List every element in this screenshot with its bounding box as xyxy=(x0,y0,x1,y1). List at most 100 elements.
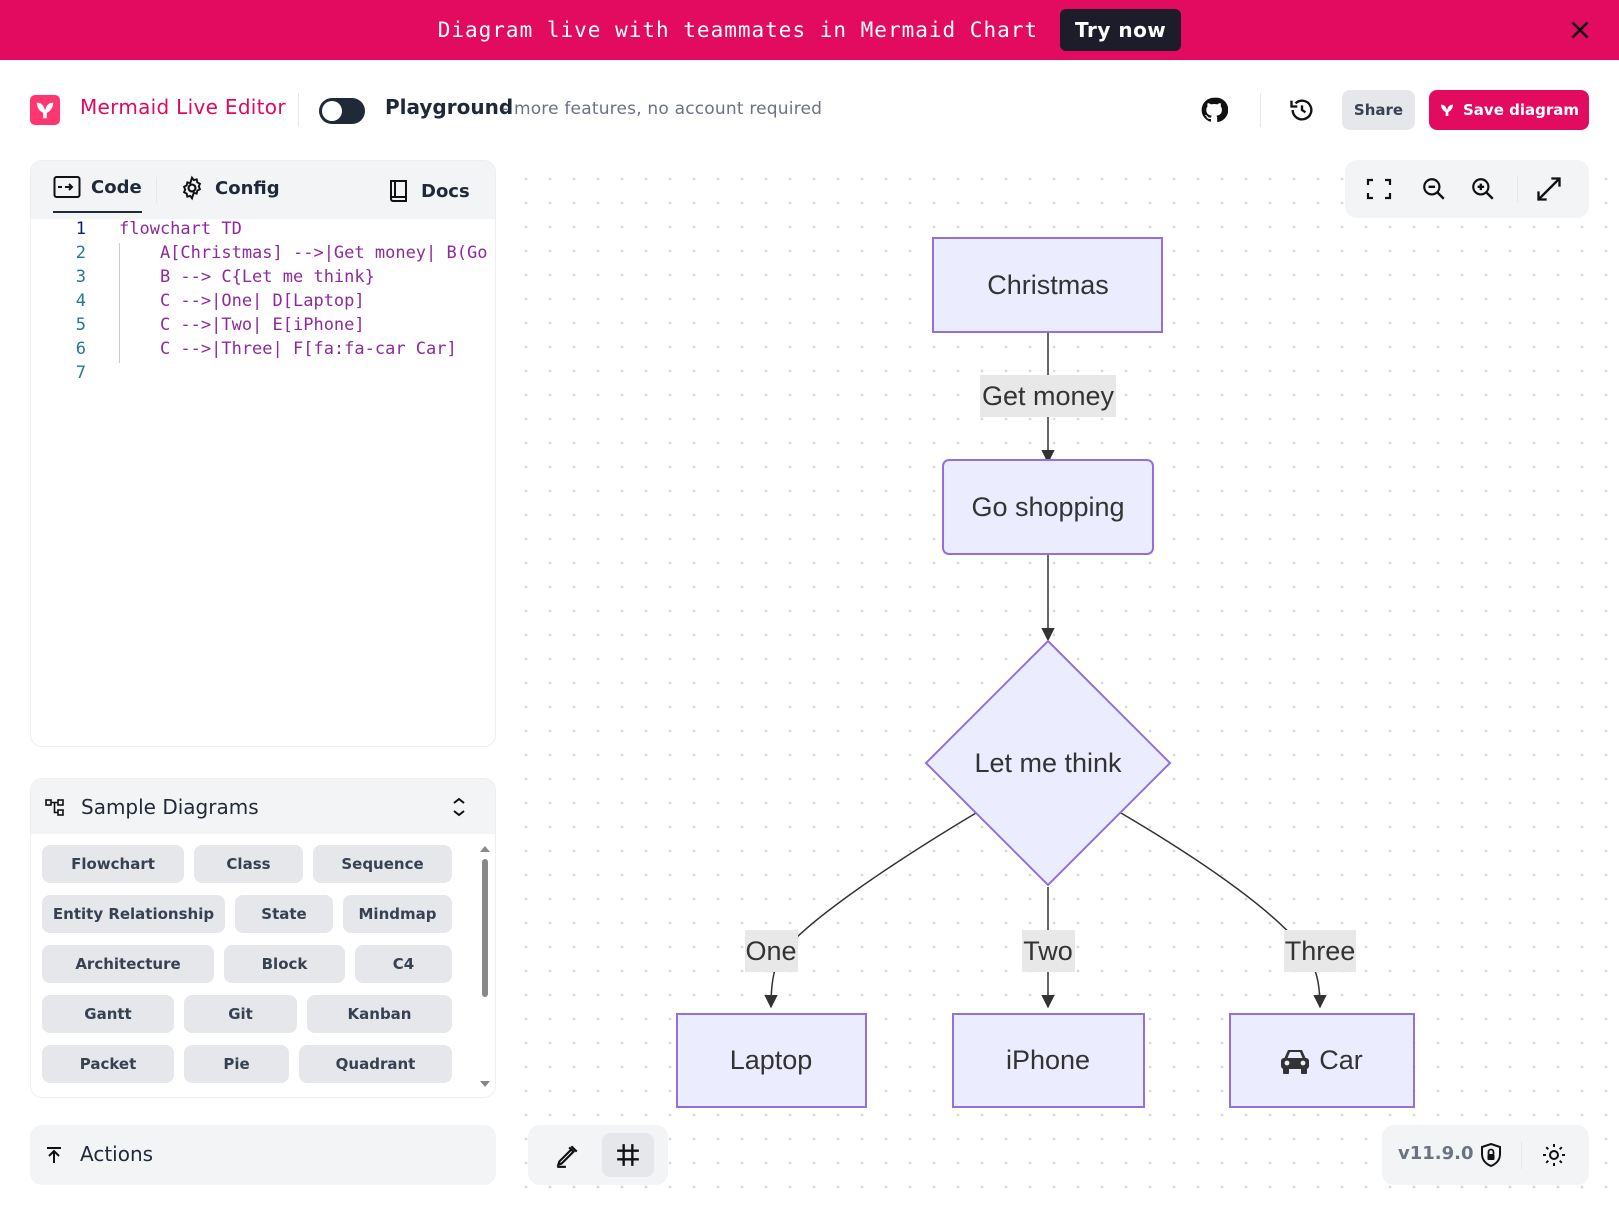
zoom-out-icon[interactable] xyxy=(1421,176,1447,202)
canvas-bottom-toolbar xyxy=(528,1125,668,1185)
sample-diagrams-header[interactable]: Sample Diagrams xyxy=(31,779,495,834)
sample-architecture[interactable]: Architecture xyxy=(42,945,214,983)
edge-label-two: Two xyxy=(1023,936,1073,966)
playground-subtitle: - more features, no account required xyxy=(502,99,823,119)
grid-toggle-button[interactable] xyxy=(602,1133,654,1177)
version-toolbar: v11.9.0 xyxy=(1382,1125,1589,1185)
actions-panel[interactable]: Actions xyxy=(30,1125,496,1185)
grid-icon xyxy=(617,1144,639,1166)
code-line: A[Christmas] -->|Get money| B(Go xyxy=(119,243,488,263)
car-icon xyxy=(1281,1050,1309,1074)
divider xyxy=(298,93,299,127)
sample-mindmap[interactable]: Mindmap xyxy=(343,895,452,933)
divider xyxy=(1260,93,1261,127)
edge-label-one: One xyxy=(745,936,796,966)
banner-text: Diagram live with teammates in Mermaid C… xyxy=(437,18,1039,42)
node-iphone[interactable] xyxy=(952,1013,1145,1108)
tab-code-label: Code xyxy=(91,176,142,198)
tab-config-label: Config xyxy=(215,177,280,199)
zoom-in-icon[interactable] xyxy=(1470,176,1496,202)
sample-git[interactable]: Git xyxy=(184,995,297,1033)
try-now-button[interactable]: Try now xyxy=(1060,9,1182,51)
diagram-canvas[interactable]: Get money One Two Three Christmas Go sho… xyxy=(509,160,1619,1190)
playground-toggle[interactable] xyxy=(319,98,365,124)
sample-gantt[interactable]: Gantt xyxy=(42,995,174,1033)
github-icon[interactable] xyxy=(1200,96,1228,124)
node-laptop[interactable] xyxy=(676,1013,867,1108)
actions-label: Actions xyxy=(80,1142,154,1166)
diagram-tree-icon xyxy=(45,799,64,816)
top-bar: Mermaid Live Editor Playground - more fe… xyxy=(0,60,1619,160)
node-let-me-think-label: Let me think xyxy=(974,748,1122,778)
code-line: C -->|One| D[Laptop] xyxy=(119,291,365,311)
indent-guide xyxy=(119,243,120,363)
node-car[interactable] xyxy=(1229,1013,1415,1108)
editor-tabs: Code Config Docs xyxy=(31,161,495,219)
sample-state[interactable]: State xyxy=(235,895,333,933)
sample-scrollbar[interactable] xyxy=(479,844,491,1089)
code-icon xyxy=(53,176,81,198)
code-line: C -->|Two| E[iPhone] xyxy=(119,315,365,335)
tab-config[interactable]: Config xyxy=(179,175,280,201)
edge-label-bg xyxy=(1022,930,1075,972)
sample-c4[interactable]: C4 xyxy=(355,945,452,983)
sample-pie[interactable]: Pie xyxy=(184,1045,289,1083)
sun-icon[interactable] xyxy=(1542,1143,1566,1167)
node-let-me-think[interactable] xyxy=(924,639,1172,887)
tab-code[interactable]: Code xyxy=(53,175,142,213)
shield-lock-icon[interactable] xyxy=(1479,1142,1503,1168)
line-number: 1 xyxy=(75,219,86,239)
edge-label-get-money: Get money xyxy=(982,381,1115,411)
node-go-shopping[interactable] xyxy=(942,459,1154,555)
line-number: 5 xyxy=(75,315,86,335)
editor-panel: Code Config Docs 1 2 3 4 5 6 7 flowchart… xyxy=(30,160,496,747)
canvas-toolbar xyxy=(1345,160,1589,218)
tab-docs[interactable]: Docs xyxy=(387,178,470,204)
history-icon[interactable] xyxy=(1288,96,1316,124)
sample-diagrams-panel: Sample Diagrams Flowchart Class Sequence… xyxy=(30,778,496,1098)
sample-block[interactable]: Block xyxy=(224,945,345,983)
sample-packet[interactable]: Packet xyxy=(42,1045,174,1083)
line-number: 3 xyxy=(75,267,86,287)
node-iphone-label: iPhone xyxy=(1006,1045,1090,1075)
node-christmas-label: Christmas xyxy=(987,270,1109,300)
mermaid-logo-icon[interactable] xyxy=(30,95,60,125)
save-diagram-label: Save diagram xyxy=(1463,101,1579,119)
node-car-label: Car xyxy=(1319,1045,1363,1075)
mermaid-chart-icon xyxy=(1441,104,1453,116)
promo-banner: Diagram live with teammates in Mermaid C… xyxy=(0,0,1619,60)
sample-class[interactable]: Class xyxy=(194,845,303,883)
share-button[interactable]: Share xyxy=(1342,90,1415,130)
sample-flowchart[interactable]: Flowchart xyxy=(42,845,184,883)
sample-kanban[interactable]: Kanban xyxy=(307,995,452,1033)
sample-entity-relationship[interactable]: Entity Relationship xyxy=(42,895,225,933)
flowchart-diagram: Get money One Two Three Christmas Go sho… xyxy=(676,237,1415,1108)
save-diagram-button[interactable]: Save diagram xyxy=(1429,90,1589,130)
sample-quadrant[interactable]: Quadrant xyxy=(299,1045,452,1083)
pen-icon[interactable] xyxy=(554,1143,580,1169)
node-christmas[interactable] xyxy=(932,237,1163,333)
version-label: v11.9.0 xyxy=(1398,1143,1474,1164)
divider xyxy=(1521,1141,1522,1169)
playground-label: Playground xyxy=(385,95,514,119)
chevron-collapse-icon[interactable] xyxy=(451,796,467,818)
node-laptop-label: Laptop xyxy=(730,1045,813,1075)
code-line: flowchart TD xyxy=(119,219,242,239)
sample-sequence[interactable]: Sequence xyxy=(313,845,452,883)
edge-label-bg xyxy=(745,930,798,972)
upload-arrow-icon xyxy=(47,1147,61,1163)
fit-view-icon[interactable] xyxy=(1366,178,1392,200)
app-title[interactable]: Mermaid Live Editor xyxy=(80,95,286,119)
line-number: 4 xyxy=(75,291,86,311)
node-go-shopping-label: Go shopping xyxy=(971,492,1124,522)
tab-docs-label: Docs xyxy=(421,180,470,202)
gear-icon xyxy=(182,175,202,201)
edge-label-bg xyxy=(1284,930,1356,972)
edge-label-bg xyxy=(980,375,1116,417)
code-line: B --> C{Let me think} xyxy=(119,267,375,287)
expand-icon[interactable] xyxy=(1535,175,1563,203)
edge-label-three: Three xyxy=(1285,936,1356,966)
edge-think-laptop xyxy=(764,812,977,1009)
code-line: C -->|Three| F[fa:fa-car Car] xyxy=(119,339,457,359)
close-icon[interactable] xyxy=(1567,17,1593,43)
